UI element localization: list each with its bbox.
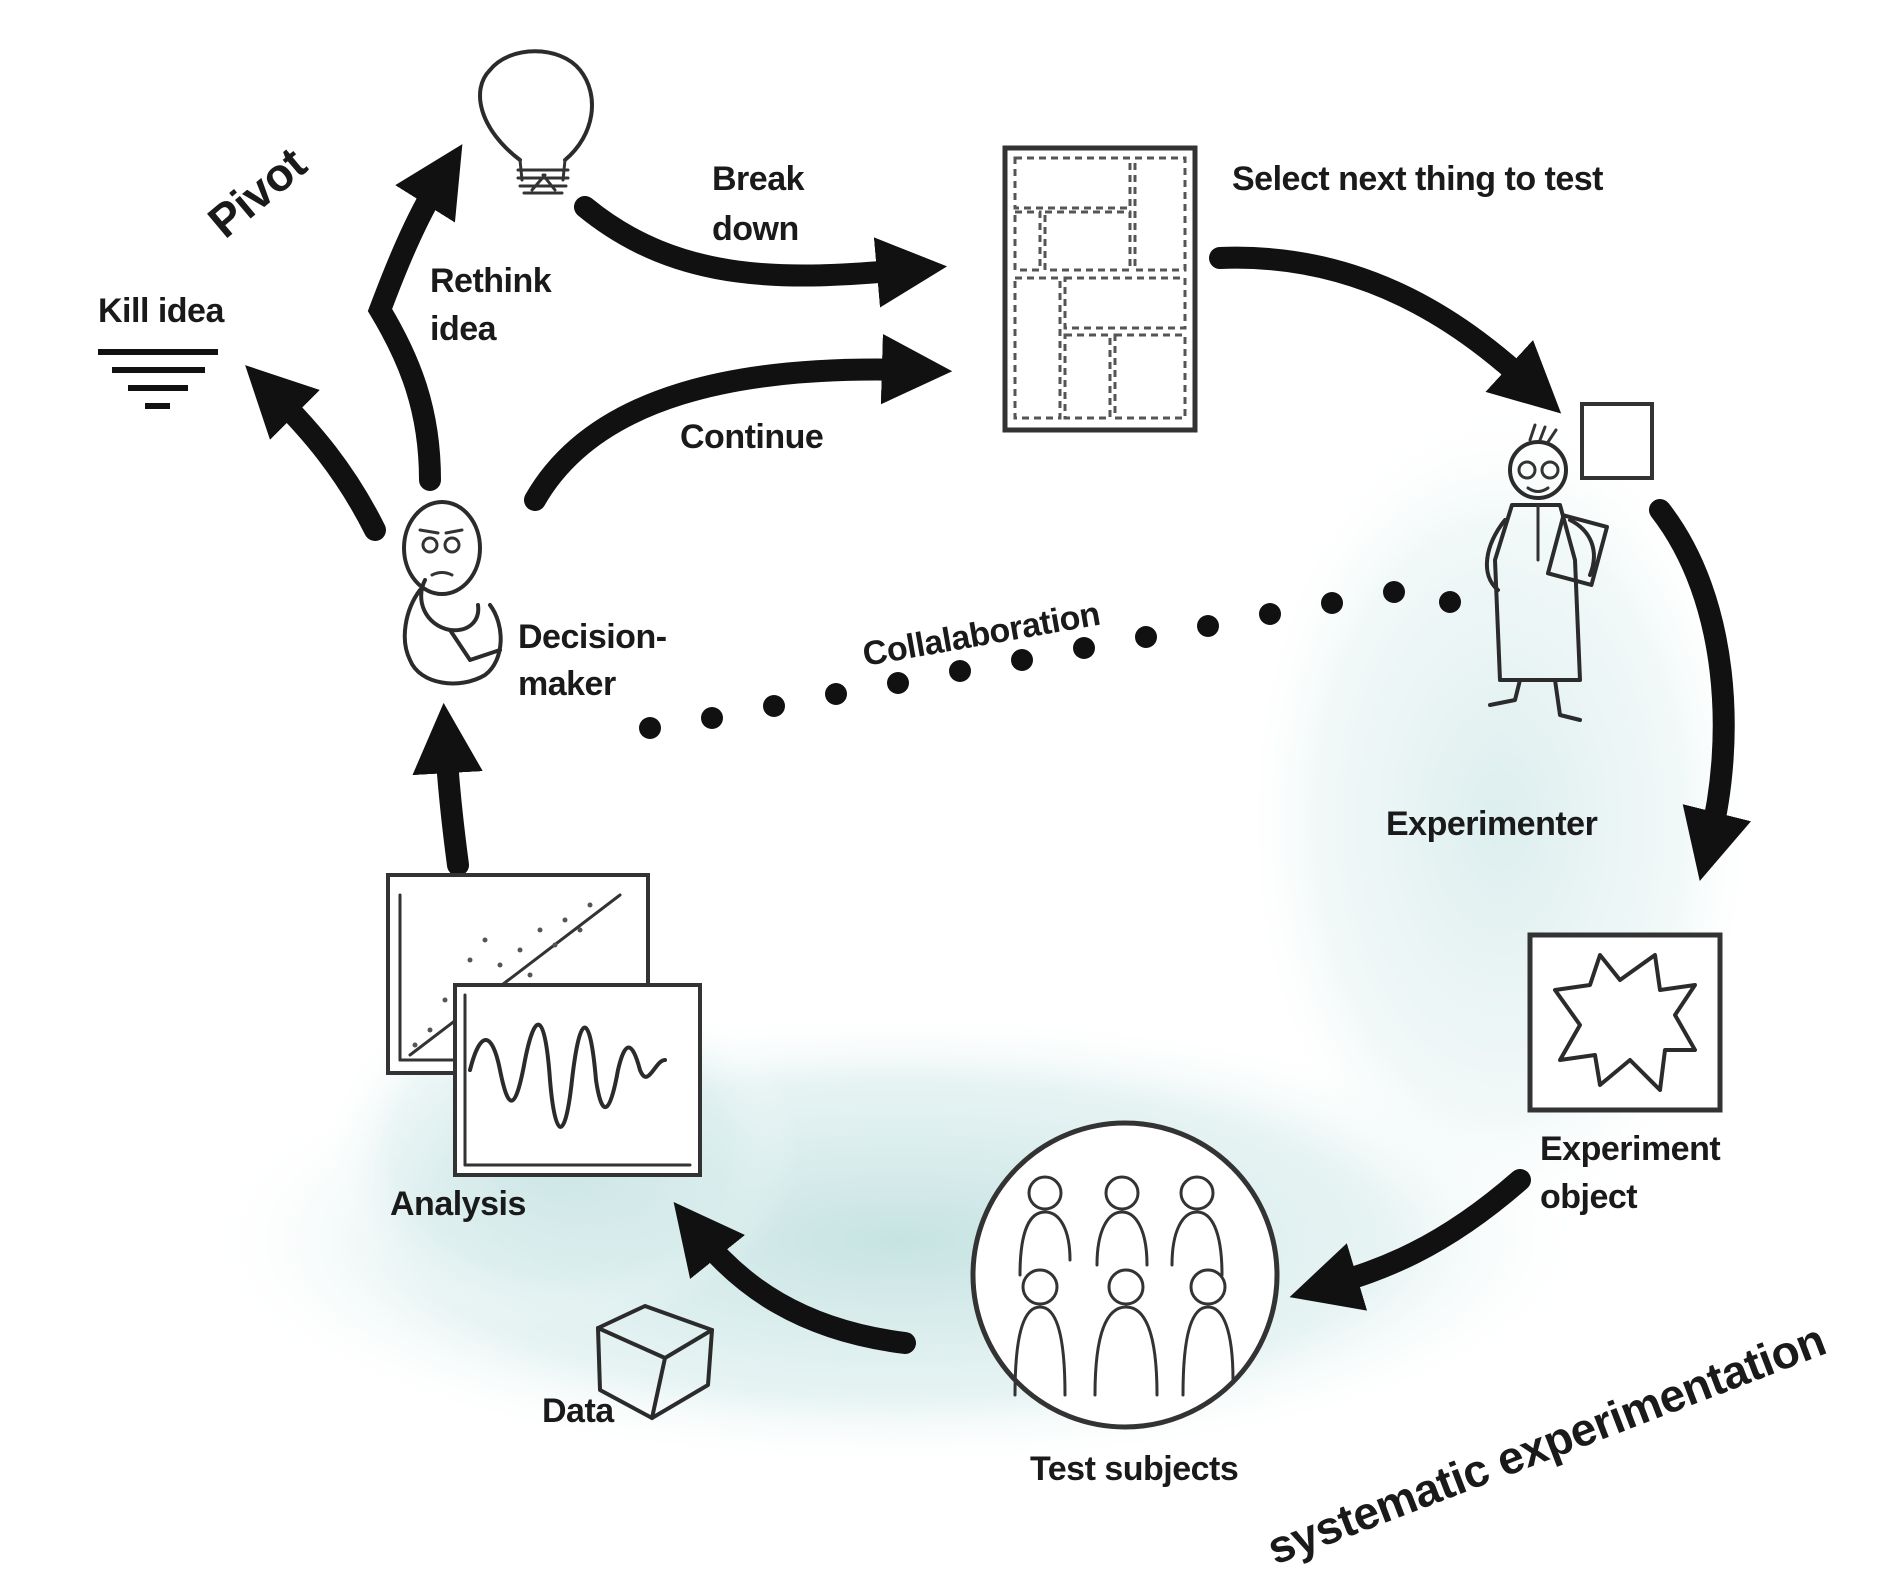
test-subjects-icon	[970, 1120, 1280, 1430]
cycle-arrows	[245, 144, 1751, 1354]
label-select-next: Select next thing to test	[1232, 160, 1603, 198]
label-analysis: Analysis	[390, 1185, 526, 1223]
selected-item-square	[1580, 402, 1654, 480]
label-experimenter: Experimenter	[1386, 805, 1598, 843]
task-board-icon	[1002, 145, 1198, 433]
label-decision-line2: maker	[518, 665, 616, 703]
label-break-line1: Break	[712, 160, 805, 198]
collaboration-dots	[639, 581, 1461, 739]
arrow-breakdown	[574, 196, 948, 308]
data-cube-icon	[596, 1304, 714, 1420]
decision-maker-figure	[402, 500, 503, 686]
label-pivot: Pivot	[198, 137, 316, 248]
arrow-kill-idea	[245, 365, 386, 541]
label-kill-idea: Kill idea	[98, 292, 225, 330]
arrow-select-next	[1209, 246, 1562, 414]
experimenter-figure	[1484, 423, 1609, 722]
label-experiment-object-line1: Experiment	[1540, 1130, 1720, 1168]
arrow-continue	[524, 333, 953, 511]
label-test-subjects: Test subjects	[1030, 1450, 1238, 1488]
ground-symbol-icon	[98, 349, 218, 409]
label-decision-line1: Decision-	[518, 618, 667, 656]
lightbulb-icon	[478, 49, 594, 195]
arrow-rethink	[367, 144, 463, 491]
experiment-object-icon	[1527, 932, 1723, 1113]
label-data: Data	[542, 1392, 615, 1430]
arrow-to-experiment-object	[1649, 499, 1751, 881]
label-experiment-object-line2: object	[1540, 1178, 1637, 1216]
label-rethink-line2: idea	[430, 310, 498, 348]
arrow-analysis-to-decision	[412, 702, 483, 876]
label-continue: Continue	[680, 418, 823, 456]
arrow-to-analysis	[673, 1202, 916, 1354]
label-rethink-line1: Rethink	[430, 262, 552, 300]
wave-chart-icon	[453, 983, 702, 1177]
label-collaboration: Collalaboration	[860, 595, 1103, 674]
arrow-to-test-subjects	[1289, 1169, 1531, 1311]
label-break-line2: down	[712, 210, 799, 248]
